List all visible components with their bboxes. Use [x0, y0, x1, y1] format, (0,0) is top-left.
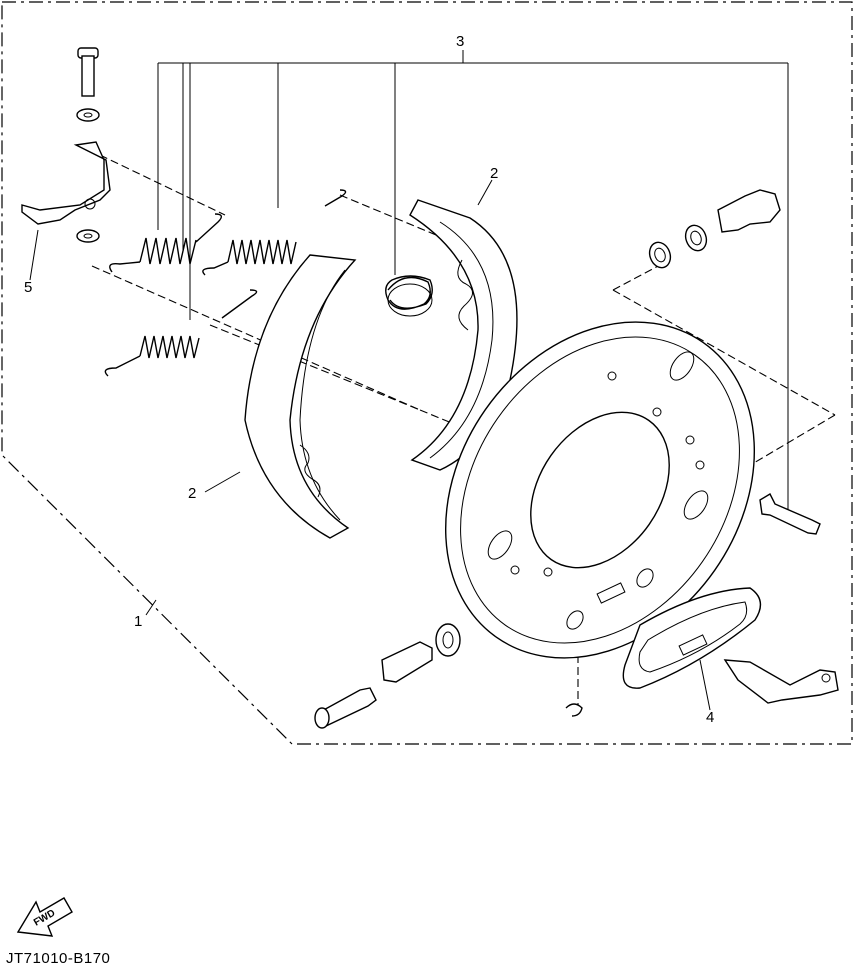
bracket-3 — [157, 50, 789, 510]
callout-2-left: 2 — [188, 485, 196, 502]
lever-bracket-part-5 — [21, 47, 111, 243]
assembly-boundary — [1, 1, 853, 745]
leader-lines — [29, 179, 711, 711]
callout-3: 3 — [456, 33, 464, 50]
diagram-code: JT71010-B170 — [6, 950, 111, 967]
callout-4: 4 — [706, 709, 714, 726]
brake-shoe-left — [244, 254, 357, 539]
callout-1: 1 — [134, 613, 142, 630]
bolt-right — [759, 493, 821, 535]
fwd-arrow-icon: FWD — [16, 897, 73, 937]
callout-2-right: 2 — [490, 165, 498, 182]
fasteners-lower — [314, 623, 583, 729]
backing-plate — [444, 321, 756, 659]
lever-boot-part-4 — [622, 587, 839, 704]
wheel-cylinder-parts — [648, 189, 781, 269]
callout-5: 5 — [24, 279, 32, 296]
springs-part-3 — [104, 189, 433, 377]
